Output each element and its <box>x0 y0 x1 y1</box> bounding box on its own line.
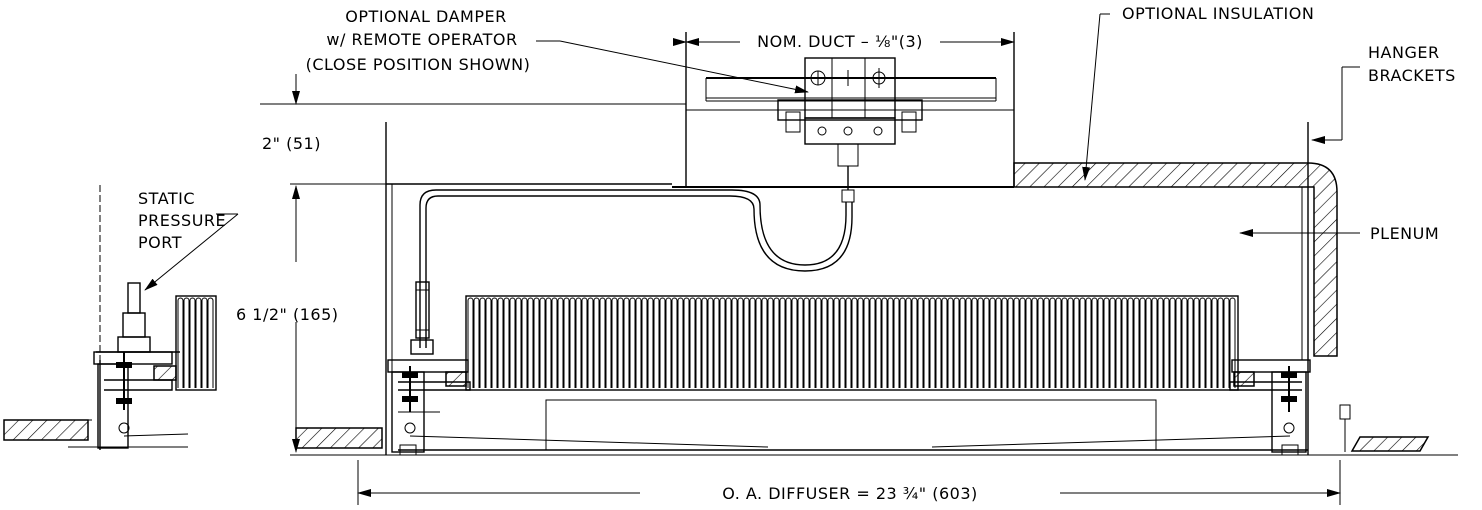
label-static-3: PORT <box>138 233 182 252</box>
remote-cable <box>410 189 853 355</box>
left-frame-assembly <box>387 359 471 456</box>
label-optional-insulation: OPTIONAL INSULATION <box>1122 4 1314 23</box>
label-nom-duct: NOM. DUCT – ⅛"(3) <box>757 32 923 51</box>
dim-2in <box>260 74 686 185</box>
label-6-5in: 6 1/2" (165) <box>236 305 338 324</box>
side-detail <box>3 185 217 450</box>
right-frame-assembly <box>1229 359 1311 456</box>
label-damper-3: (CLOSE POSITION SHOWN) <box>306 55 531 74</box>
label-static-2: PRESSURE <box>138 211 226 230</box>
ceiling-tile-left <box>295 427 383 449</box>
dim-oa-diffuser <box>357 460 1341 505</box>
diffuser-face <box>290 399 1458 456</box>
label-static-1: STATIC <box>138 189 195 208</box>
leader-static-port <box>144 213 239 291</box>
label-plenum: PLENUM <box>1370 224 1439 243</box>
optional-insulation <box>1013 162 1338 357</box>
label-hanger-2: BRACKETS <box>1368 66 1456 85</box>
leader-insulation <box>1082 13 1110 181</box>
damper-operator <box>777 57 923 203</box>
label-damper-1: OPTIONAL DAMPER <box>345 7 506 26</box>
label-damper-2: w/ REMOTE OPERATOR <box>326 30 517 49</box>
label-oa-diffuser: O. A. DIFFUSER = 23 ¾" (603) <box>722 484 978 503</box>
label-2in: 2" (51) <box>262 134 321 153</box>
ceiling-tile-right <box>1339 404 1430 452</box>
leader-damper <box>536 40 809 94</box>
duct-collar <box>672 32 1015 188</box>
leader-hanger <box>1311 66 1360 144</box>
radiant-coil <box>465 295 1239 391</box>
label-hanger-1: HANGER <box>1368 43 1440 62</box>
